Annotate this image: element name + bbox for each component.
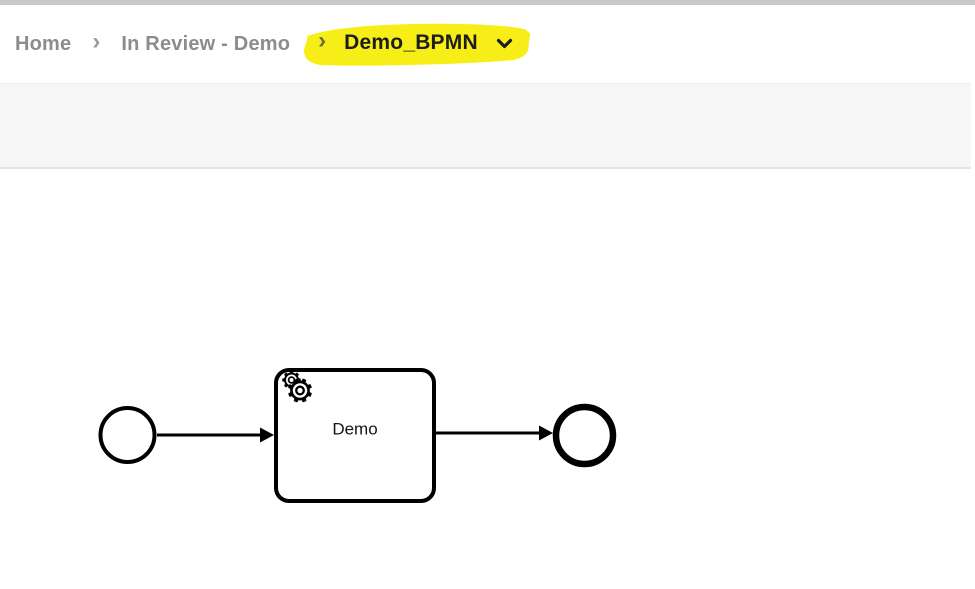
bpmn-service-task[interactable]: Demo (274, 368, 436, 503)
gear-icon (282, 370, 312, 403)
window-top-border (0, 0, 975, 5)
toolbar-panel (0, 83, 971, 169)
breadcrumb-item-in-review-demo[interactable]: In Review - Demo (121, 32, 291, 55)
chevron-right-icon: › (318, 27, 327, 54)
task-label: Demo (332, 420, 377, 439)
breadcrumb-bar: Home › In Review - Demo › Demo_BPMN (0, 5, 975, 83)
diagram-canvas[interactable]: Demo (0, 169, 975, 586)
bpmn-end-event[interactable] (552, 403, 617, 468)
bpmn-diagram: Demo (98, 368, 617, 503)
breadcrumb: Home › In Review - Demo › Demo_BPMN (15, 22, 531, 66)
arrowhead-icon (539, 425, 553, 441)
chevron-down-icon[interactable] (496, 38, 513, 49)
chevron-right-icon: › (92, 28, 101, 55)
breadcrumb-item-demo-bpmn[interactable]: Demo_BPMN (344, 31, 478, 54)
bpmn-start-event[interactable] (98, 406, 157, 464)
arrowhead-icon (260, 427, 274, 443)
bpmn-sequence-flow-2[interactable] (436, 425, 553, 441)
highlighter-mark (304, 23, 531, 66)
breadcrumb-item-home[interactable]: Home (15, 32, 72, 55)
bpmn-sequence-flow-1[interactable] (157, 427, 274, 443)
breadcrumb-current-group: › Demo_BPMN (304, 22, 531, 66)
